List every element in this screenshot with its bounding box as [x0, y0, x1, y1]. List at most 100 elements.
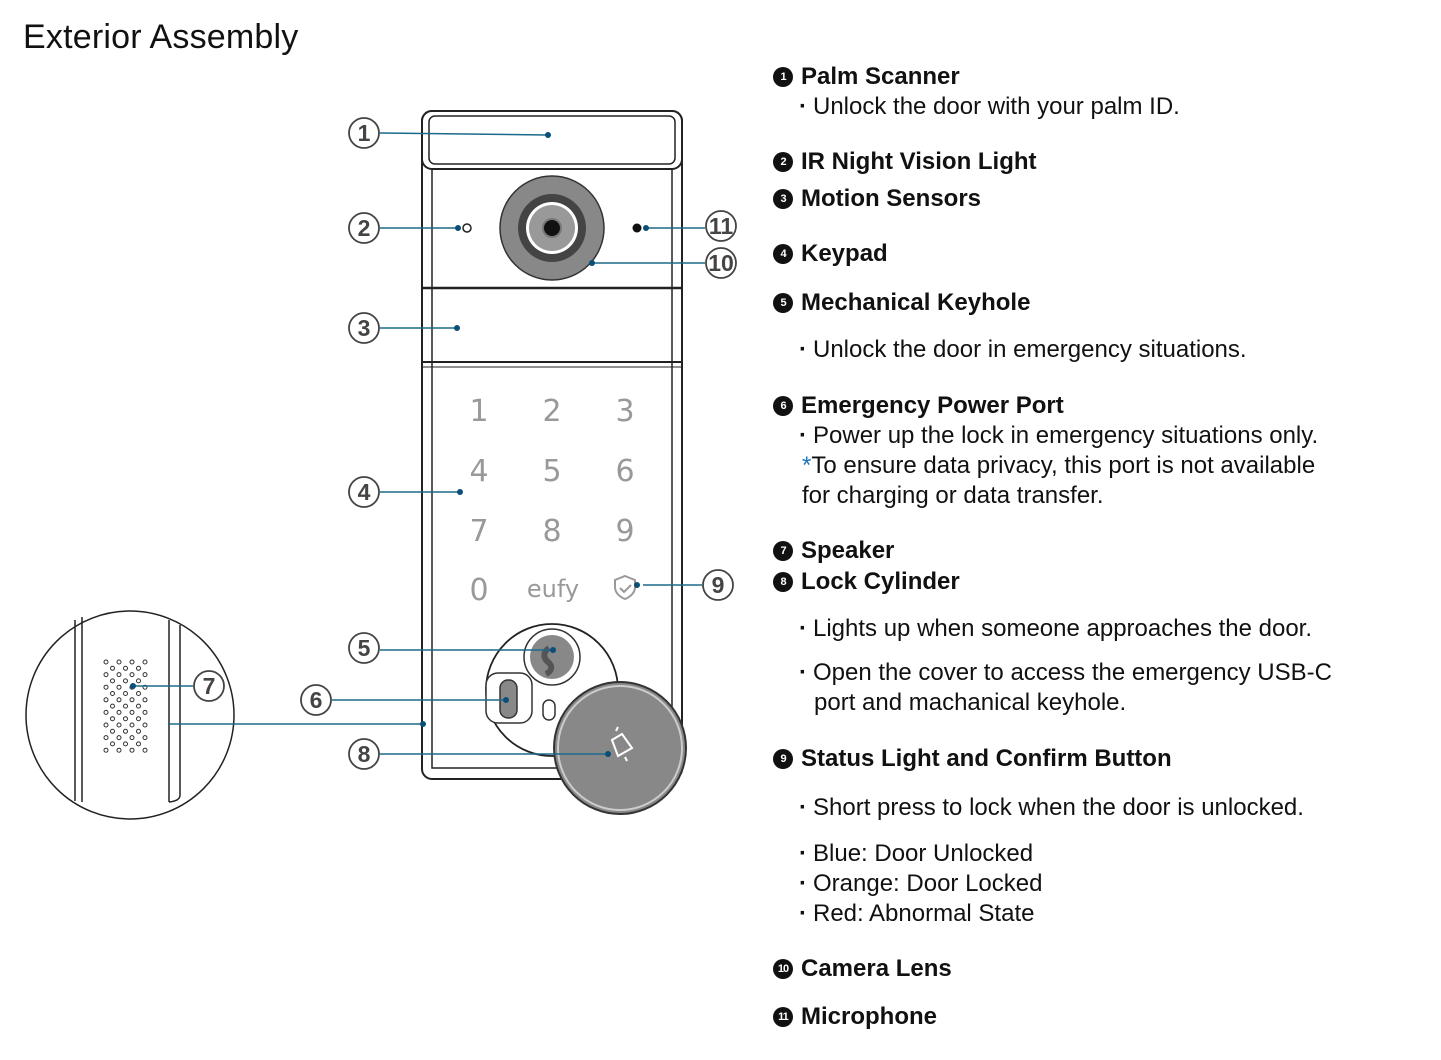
page-title: Exterior Assembly	[23, 18, 299, 56]
speaker-hole	[129, 659, 135, 665]
legend-item-motion-sensors: 3 Motion Sensors	[773, 185, 981, 213]
note-line: To ensure data privacy, this port is not…	[811, 452, 1316, 479]
lock-diagram: 1 2 3 4 5 6 7 8 9 0 eufy	[25, 110, 737, 820]
speaker-hole	[110, 703, 115, 709]
key-8[interactable]: 8	[542, 514, 561, 549]
legend-item-keypad: 4 Keypad	[773, 240, 888, 268]
legend-bullet-continued: port and machanical keyhole.	[814, 689, 1127, 716]
speaker-hole	[123, 665, 128, 671]
key-9[interactable]: 9	[615, 514, 634, 549]
legend-label: Microphone	[801, 1003, 937, 1030]
legend-item-camera-lens: 10 Camera Lens	[773, 955, 952, 983]
legend-label: Lock Cylinder	[801, 568, 960, 595]
speaker-hole	[103, 697, 109, 703]
key-4[interactable]: 4	[469, 454, 488, 489]
speaker-hole	[110, 741, 115, 747]
speaker-hole	[123, 716, 128, 722]
speaker-hole	[116, 672, 122, 678]
microphone-hole	[632, 223, 642, 233]
shield-check-icon[interactable]	[614, 574, 636, 601]
key-6[interactable]: 6	[615, 454, 634, 489]
keypad: 1 2 3 4 5 6 7 8 9 0 eufy	[469, 394, 636, 608]
legend-note: *To ensure data privacy, this port is no…	[802, 452, 1315, 480]
speaker-hole	[142, 697, 148, 703]
legend-label: Emergency Power Port	[801, 392, 1064, 419]
key-2[interactable]: 2	[542, 394, 561, 429]
mechanical-keyhole	[530, 635, 574, 679]
legend-label: IR Night Vision Light	[801, 148, 1037, 175]
speaker-hole	[129, 672, 135, 678]
callout-3: 3	[358, 315, 371, 341]
callout-markers: 1 2 3 4 5 6 7 8 9 10 11	[193, 117, 737, 770]
legend-bullet: Short press to lock when the door is unl…	[799, 794, 1304, 822]
speaker-hole	[103, 659, 109, 665]
legend-bullet: Blue: Door Unlocked	[799, 840, 1033, 868]
number-badge: 8	[773, 572, 793, 592]
legend-label: Keypad	[801, 240, 888, 267]
speaker-hole	[103, 684, 109, 690]
callout-1: 1	[358, 120, 371, 146]
speaker-hole	[142, 659, 148, 665]
speaker-hole	[142, 735, 148, 741]
legend-label: Speaker	[801, 537, 895, 564]
speaker-hole	[129, 697, 135, 703]
number-badge: 6	[773, 396, 793, 416]
speaker-hole	[110, 678, 115, 684]
number-badge: 9	[773, 749, 793, 769]
bell-icon	[610, 726, 634, 762]
key-0[interactable]: 0	[469, 573, 488, 608]
number-badge: 3	[773, 189, 793, 209]
speaker-hole	[142, 722, 148, 728]
speaker-hole	[116, 659, 122, 665]
speaker-hole	[123, 741, 128, 747]
key-7[interactable]: 7	[469, 514, 488, 549]
speaker-hole	[103, 735, 109, 741]
key-5[interactable]: 5	[542, 454, 561, 489]
callout-7: 7	[203, 673, 216, 699]
callout-9: 9	[712, 572, 725, 598]
legend-label: Motion Sensors	[801, 185, 982, 212]
speaker-grille	[103, 659, 148, 753]
lock-cylinder-cover[interactable]	[553, 681, 687, 815]
legend-label: Camera Lens	[801, 955, 952, 982]
callout-2: 2	[358, 215, 371, 241]
speaker-hole	[110, 728, 115, 734]
speaker-hole	[116, 684, 122, 690]
number-badge: 1	[773, 67, 793, 87]
speaker-hole	[142, 672, 148, 678]
number-badge: 10	[773, 959, 793, 979]
speaker-hole	[116, 735, 122, 741]
speaker-hole	[129, 722, 135, 728]
callout-5: 5	[358, 635, 371, 661]
palm-scanner-window	[428, 115, 676, 165]
legend-bullet: Unlock the door in emergency situations.	[799, 336, 1247, 364]
legend-item-speaker: 7 Speaker	[773, 537, 894, 565]
ir-light	[462, 223, 472, 233]
speaker-hole	[129, 709, 135, 715]
speaker-hole	[103, 672, 109, 678]
speaker-hole	[123, 691, 128, 696]
number-badge: 7	[773, 541, 793, 561]
speaker-hole	[136, 741, 141, 747]
speaker-hole	[110, 716, 115, 722]
eufy-logo: eufy	[527, 575, 579, 603]
speaker-hole	[103, 709, 109, 715]
number-badge: 4	[773, 244, 793, 264]
callout-10: 10	[708, 250, 734, 276]
key-3[interactable]: 3	[615, 394, 634, 429]
legend-note: for charging or data transfer.	[802, 482, 1104, 509]
speaker-hole	[103, 747, 109, 753]
speaker-hole	[123, 678, 128, 684]
speaker-hole	[129, 735, 135, 741]
key-1[interactable]: 1	[469, 394, 488, 429]
speaker-hole	[116, 709, 122, 715]
speaker-hole	[116, 722, 122, 728]
callout-11: 11	[709, 213, 734, 239]
callout-4: 4	[358, 479, 371, 505]
speaker-hole	[123, 703, 128, 709]
asterisk: *	[802, 452, 812, 479]
